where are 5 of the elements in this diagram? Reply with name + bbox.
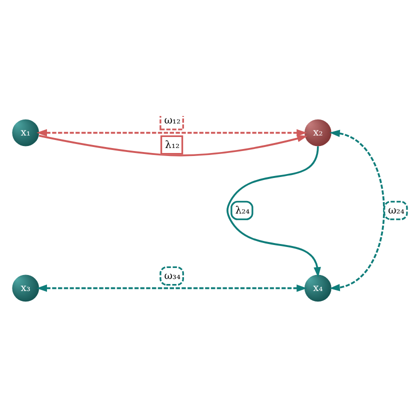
edge-label: ω₁₂ xyxy=(164,115,181,126)
edge-label: λ₂₄ xyxy=(235,205,250,216)
edge-label: ω₂₄ xyxy=(388,205,404,216)
edge-label: ω₃₄ xyxy=(164,270,181,282)
edge-label: λ₁₂ xyxy=(165,140,180,151)
